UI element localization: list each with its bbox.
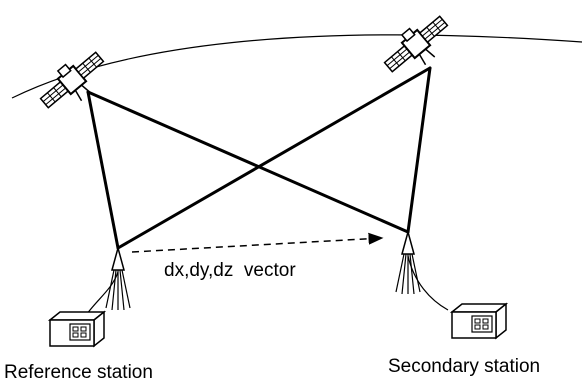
signal-paths [86,66,432,250]
secondary-cable [407,255,449,311]
antenna-tripod-icon [395,229,421,295]
reference-station-label: Reference station [4,362,153,383]
satellite-icon [383,15,449,73]
signal-path-left-to-reference [86,90,120,250]
vector-label: dx,dy,dz vector [164,260,296,281]
signal-path-left-to-secondary [86,90,410,234]
antenna-tripod-icon [105,245,131,311]
signal-path-right-to-secondary [406,66,432,234]
baseline-vector-arrow [131,232,384,253]
satellite-icon [39,51,105,109]
secondary-station-label: Secondary station [388,356,540,377]
receiver-box-icon [47,310,107,348]
receiver-box-icon [449,302,509,340]
signal-path-right-to-reference [116,66,432,250]
